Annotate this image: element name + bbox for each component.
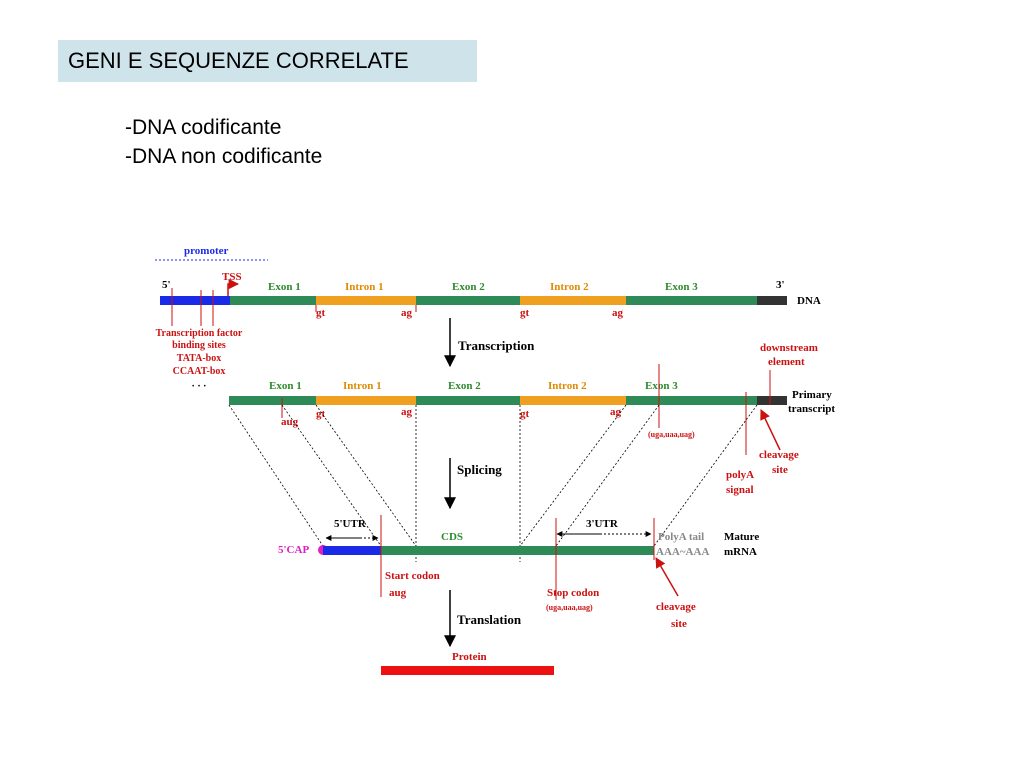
pt-exon3-label: Exon 3	[645, 380, 678, 392]
polya-tail-label: PolyA tail	[658, 531, 704, 543]
pt-cleavage-line1: cleavage	[759, 449, 799, 461]
cds-label: CDS	[441, 531, 463, 543]
protein-label: Protein	[452, 651, 487, 663]
pt-intron1-segment	[316, 396, 416, 405]
pt-downstream-segment	[757, 396, 787, 405]
mrna-utr5-segment	[323, 546, 381, 555]
promoter-element-ellipsis: · · ·	[191, 381, 206, 392]
pt-ag-label-1: ag	[401, 406, 413, 418]
stop-codon-line2: (uga,uaa,uag)	[546, 603, 593, 612]
primary-label-line2: transcript	[788, 403, 835, 415]
pt-exon1-label: Exon 1	[269, 380, 302, 392]
dna-gt-label-2: gt	[520, 307, 530, 319]
pt-aug-label: aug	[281, 416, 299, 428]
primary-transcript-row: Exon 1 Intron 1 Exon 2 Intron 2 Exon 3 P…	[229, 342, 835, 496]
tss-label: TSS	[222, 271, 242, 283]
dna-intron1-label: Intron 1	[345, 281, 384, 293]
pt-exon2-label: Exon 2	[448, 380, 481, 392]
stop-codon-line1: Stop codon	[547, 587, 599, 599]
utr5-label: 5'UTR	[334, 518, 367, 530]
dna-exon2-label: Exon 2	[452, 281, 485, 293]
dna-exon3-label: Exon 3	[665, 281, 698, 293]
dna-gt-label-1: gt	[316, 307, 326, 319]
mature-mrna-row: 5'CAP 5'UTR CDS 3'UTR PolyA tail AAA~AAA…	[278, 515, 759, 630]
dna-exon1-segment	[230, 296, 316, 305]
promoter-element-tata: TATA-box	[177, 353, 221, 364]
start-codon-line2: aug	[389, 587, 407, 599]
mature-label-line1: Mature	[724, 531, 759, 543]
five-prime-label: 5'	[162, 279, 171, 291]
dna-downstream-segment	[757, 296, 787, 305]
pt-exon1-segment	[229, 396, 316, 405]
promoter-element-ccaat: CCAAT-box	[173, 366, 226, 377]
start-codon-line1: Start codon	[385, 570, 440, 582]
mrna-cleavage-line1: cleavage	[656, 601, 696, 613]
splicing-connectors	[228, 404, 758, 562]
downstream-label-line2: element	[768, 356, 805, 368]
bullet-noncoding-dna: -DNA non codificante	[125, 145, 323, 168]
pt-intron1-label: Intron 1	[343, 380, 382, 392]
pt-intron2-segment	[520, 396, 626, 405]
pt-stop-codons-label: (uga,uaa,uag)	[648, 430, 695, 439]
mrna-cleavage-arrow	[655, 557, 679, 597]
pt-ag-label-2: ag	[610, 406, 622, 418]
promoter-element-binding: binding sites	[172, 340, 226, 351]
utr3-label: 3'UTR	[586, 518, 619, 530]
dna-exon3-segment	[626, 296, 757, 305]
cap-label: 5'CAP	[278, 544, 309, 556]
pt-gt-label-2: gt	[520, 408, 530, 420]
primary-label-line1: Primary	[792, 389, 832, 401]
splicing-label: Splicing	[457, 462, 502, 477]
pt-cleavage-line2: site	[772, 464, 788, 476]
translation-label: Translation	[457, 612, 522, 627]
dna-row: promoter 5' TSS Exon 1 Intron 1 Exon 2 I…	[155, 245, 821, 392]
promoter-element-tf: Transcription factor	[156, 328, 243, 339]
polya-signal-line2: signal	[726, 484, 754, 496]
downstream-label-line1: downstream	[760, 342, 818, 354]
slide-title: GENI E SEQUENZE CORRELATE	[58, 40, 477, 82]
dna-ag-label-1: ag	[401, 307, 413, 319]
pt-exon2-segment	[416, 396, 520, 405]
promoter-elements-list: Transcription factor binding sites TATA-…	[156, 328, 243, 392]
dna-promoter-segment	[160, 296, 230, 305]
dna-intron2-label: Intron 2	[550, 281, 589, 293]
polya-seq-label: AAA~AAA	[656, 546, 709, 558]
pt-gt-label-1: gt	[316, 408, 326, 420]
dna-label: DNA	[797, 295, 821, 307]
transcription-label: Transcription	[458, 338, 535, 353]
dna-exon2-segment	[416, 296, 520, 305]
polya-signal-line1: polyA	[726, 469, 754, 481]
pt-cleavage-arrow	[760, 409, 781, 451]
mrna-cleavage-line2: site	[671, 618, 687, 630]
protein-bar	[381, 666, 554, 675]
three-prime-label: 3'	[776, 279, 785, 291]
dna-ag-label-2: ag	[612, 307, 624, 319]
tss-arrow	[227, 278, 240, 296]
mrna-cds-segment	[381, 546, 654, 555]
dna-intron2-segment	[520, 296, 626, 305]
promoter-label: promoter	[184, 245, 229, 257]
mature-label-line2: mRNA	[724, 546, 757, 558]
pt-exon3-segment	[626, 396, 757, 405]
dna-exon1-label: Exon 1	[268, 281, 301, 293]
dna-intron1-segment	[316, 296, 416, 305]
bullet-coding-dna: -DNA codificante	[125, 116, 282, 139]
pt-intron2-label: Intron 2	[548, 380, 587, 392]
bullet-list: -DNA codificante -DNA non codificante	[125, 113, 322, 171]
